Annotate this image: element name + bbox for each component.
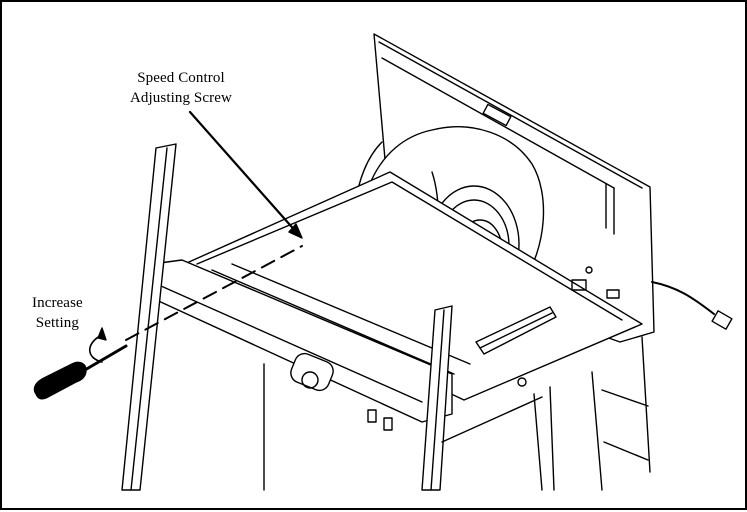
- left-post: [121, 143, 177, 491]
- dashed-sight-line: [125, 245, 303, 341]
- right-post: [421, 305, 453, 491]
- power-cord: [651, 281, 733, 330]
- lower-cabinet: [263, 336, 651, 491]
- screwdriver-icon: [33, 344, 128, 400]
- speed-control-label-line2: Adjusting Screw: [130, 90, 232, 106]
- callout-arrow: [188, 110, 303, 239]
- increase-setting-label-line2: Setting: [35, 315, 79, 331]
- increase-setting-label: Increase Setting: [32, 293, 83, 333]
- rotation-arrow: [88, 335, 103, 363]
- speed-control-label: Speed Control Adjusting Screw: [130, 68, 232, 108]
- increase-setting-label-line1: Increase: [32, 295, 83, 311]
- speed-control-label-line1: Speed Control: [137, 70, 225, 86]
